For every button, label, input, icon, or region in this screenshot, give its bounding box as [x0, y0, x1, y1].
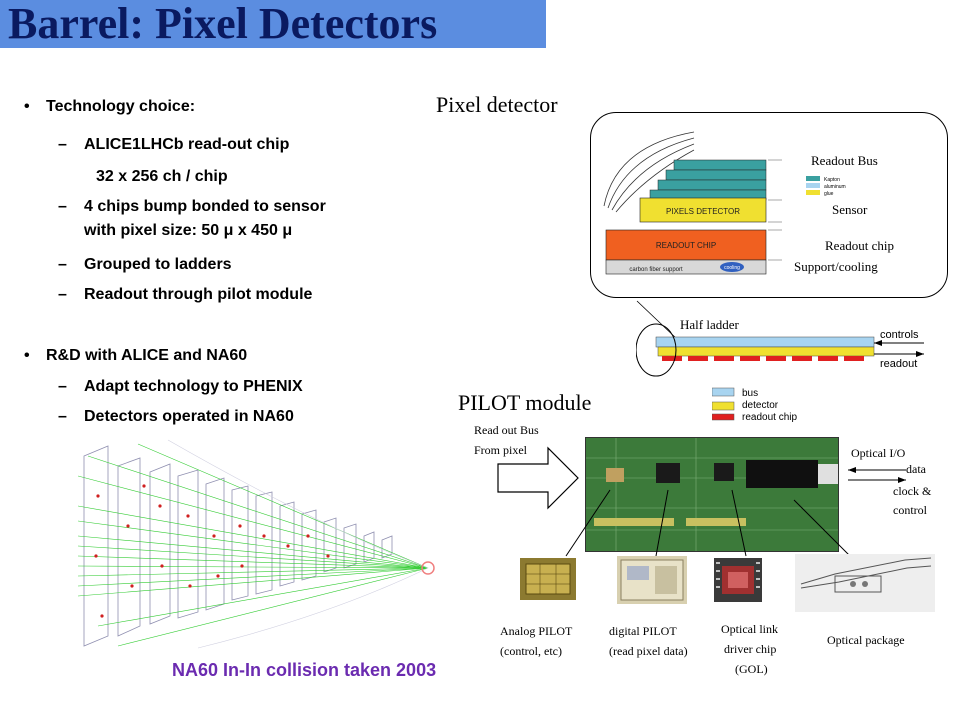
- support-cooling-label: Support/cooling: [794, 259, 878, 274]
- data-label: data: [906, 462, 926, 476]
- optical-package-label: Optical package: [827, 633, 905, 647]
- sub-item: –ALICE1LHCb read-out chip: [58, 136, 290, 153]
- analog-pilot-chip-image: [520, 558, 576, 600]
- bullet-item: •Technology choice:: [24, 98, 196, 115]
- digital-pilot-sublabel: (read pixel data): [609, 644, 688, 658]
- optical-link-sublabel: driver chip: [724, 642, 777, 656]
- readout-chip-label: Readout chip: [825, 238, 894, 253]
- legend-detector: detector: [742, 400, 779, 411]
- analog-pilot-sublabel: (control, etc): [500, 644, 562, 658]
- half-ladder-diagram: controls readout: [636, 300, 924, 377]
- pixel-detector-heading: Pixel detector: [436, 92, 558, 117]
- glue-label: glue: [824, 191, 834, 197]
- optical-io-label: Optical I/O: [851, 446, 906, 460]
- read-out-bus-label: Read out Bus: [474, 423, 539, 437]
- event-caption: NA60 In-In collision taken 2003: [172, 660, 437, 680]
- sub-item-continued: 32 x 256 ch / chip: [96, 168, 228, 185]
- component-pointer-lines: [565, 489, 857, 562]
- digital-pilot-chip-image: [617, 556, 687, 604]
- optical-link-chip-image: [714, 558, 762, 602]
- clock-label: clock &: [893, 484, 932, 498]
- legend-readout-chip: readout chip: [742, 412, 797, 423]
- optical-link-label: Optical link: [721, 622, 778, 636]
- bullet-item: •R&D with ALICE and NA60: [24, 347, 248, 364]
- kapton-label: Kapton: [824, 177, 840, 183]
- legend-bus: bus: [742, 388, 758, 399]
- sub-item: –Readout through pilot module: [58, 286, 313, 303]
- analog-pilot-label: Analog PILOT: [500, 624, 573, 638]
- sub-item: –Grouped to ladders: [58, 256, 232, 273]
- bullet-text: Technology choice:: [46, 98, 196, 115]
- control-label: control: [893, 503, 927, 517]
- pilot-module-heading: PILOT module: [458, 390, 592, 415]
- pixel-stack-diagram: PIXELS DETECTOR READOUT CHIP carbon fibe…: [603, 131, 782, 275]
- readout-bus-label: Readout Bus: [811, 153, 878, 168]
- sub-item: –4 chips bump bonded to sensor: [58, 198, 326, 215]
- bullet-text: R&D with ALICE and NA60: [46, 347, 248, 364]
- aluminum-label: aluminum: [824, 184, 846, 190]
- controls-label: controls: [880, 329, 919, 341]
- optical-link-gol-label: (GOL): [735, 662, 768, 676]
- layer-legend: Kapton aluminum glue: [806, 176, 846, 197]
- title-bar: [0, 0, 546, 48]
- collision-event-display: [78, 439, 435, 649]
- half-ladder-label: Half ladder: [680, 317, 739, 332]
- readout-chip-label-inner: READOUT CHIP: [656, 241, 716, 250]
- carbon-support-label: carbon fiber support: [629, 267, 683, 273]
- digital-pilot-label: digital PILOT: [609, 624, 677, 638]
- input-arrow: [497, 446, 579, 510]
- sensor-label: Sensor: [832, 202, 868, 217]
- pilot-legend: bus detector readout chip: [712, 387, 797, 423]
- sub-item: –Adapt technology to PHENIX: [58, 378, 303, 395]
- from-pixel-label: From pixel: [474, 443, 527, 457]
- cooling-label: cooling: [724, 265, 740, 271]
- pixels-detector-label: PIXELS DETECTOR: [666, 207, 740, 216]
- pixel-detector-panel: [590, 112, 948, 298]
- optical-package-image: [795, 554, 935, 612]
- sub-item-continued: with pixel size: 50 μ x 450 μ: [84, 222, 293, 239]
- readout-label: readout: [880, 358, 917, 370]
- pilot-board-photo: [585, 437, 839, 552]
- sub-item: –Detectors operated in NA60: [58, 408, 294, 425]
- optical-io-arrows: [848, 467, 906, 483]
- slide-title: Barrel: Pixel Detectors: [8, 0, 438, 48]
